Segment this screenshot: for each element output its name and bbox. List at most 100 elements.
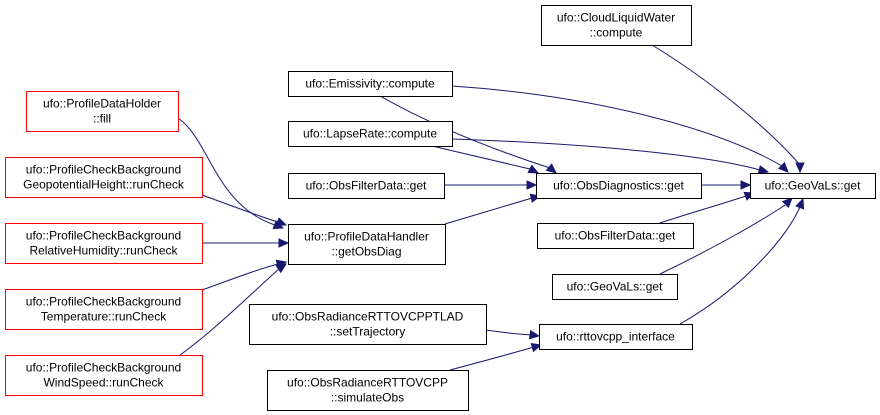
arrowhead-icon [777,161,789,173]
arrowhead-icon [757,165,770,175]
arrowhead-icon [781,197,793,209]
node-geovals-get-caller[interactable]: ufo::GeoVaLs::get [552,274,678,300]
edge-line [431,145,531,170]
node-box [552,274,678,300]
node-label: ufo::GeoVaLs::get [567,280,664,294]
node-box [5,157,203,198]
edge-line [179,267,281,356]
arrowhead-icon [526,180,538,190]
node-profile-data-holder[interactable]: ufo::ProfileDataHolder::fill [26,91,179,132]
node-box [267,370,469,411]
arrowhead-icon [528,329,541,340]
edge-line [201,194,279,223]
node-box [5,223,203,264]
edge-rttovcpp_simulate-to-rttovcpp_interface [449,343,543,371]
edge-line [679,206,801,325]
edge-line [451,85,783,167]
node-box [539,324,693,350]
edge-line [177,117,276,226]
arrowhead-icon [278,238,290,248]
node-label: ufo::rttovcpp_interface [556,330,675,344]
node-rttovcpp-simulate[interactable]: ufo::ObsRadianceRTTOVCPP::simulateObs [267,370,469,411]
node-obs-filter-data-left[interactable]: ufo::ObsFilterData::get [288,173,445,199]
node-rttovcpp-interface[interactable]: ufo::rttovcpp_interface [539,324,693,350]
node-box [288,71,453,97]
node-label: ufo::ProfileDataHolder [43,97,161,111]
node-profile-data-handler[interactable]: ufo::ProfileDataHandler::getObsDiag [288,224,446,265]
node-label: GeopotentialHeight::runCheck [23,178,185,192]
node-box [288,224,446,265]
edge-line [379,95,551,169]
edge-line [201,263,279,291]
edge-cloud_liquid_water-to-geovals_get_focus [651,44,805,174]
node-pcb-windspeed[interactable]: ufo::ProfileCheckBackgroundWindSpeed::ru… [5,355,203,396]
node-label: ufo::GeoVaLs::get [765,179,862,193]
edge-geovals_get_caller-to-geovals_get_focus [659,197,793,275]
edge-line [451,138,761,171]
node-box [750,173,876,199]
arrowhead-icon [740,180,752,190]
node-box [249,304,487,345]
node-label: ::compute [590,26,643,40]
edge-pcb_humidity-to-profile_data_handler [202,238,290,248]
node-label: ufo::ProfileCheckBackground [26,229,181,243]
node-label: ufo::Emissivity::compute [305,77,435,91]
node-label: ufo::ProfileDataHandler [304,230,429,244]
node-emissivity[interactable]: ufo::Emissivity::compute [288,71,453,97]
node-label: ufo::CloudLiquidWater [557,11,675,25]
node-label: ::fill [93,112,111,126]
arrowhead-icon [530,343,543,353]
node-box [536,173,702,199]
node-box [5,289,203,330]
edge-emissivity-to-obs_diagnostics [379,95,557,174]
arrowhead-icon [795,162,805,174]
node-box [537,223,694,249]
edge-lapse_rate-to-geovals_get_focus [451,138,770,175]
node-obs-filter-data-right[interactable]: ufo::ObsFilterData::get [537,223,694,249]
arrowhead-icon [275,217,288,227]
node-box [541,5,692,46]
edge-profile_data_handler-to-obs_diagnostics [444,193,542,225]
node-label: ufo::ObsDiagnostics::get [553,179,684,193]
edge-obs_filter_data_left-to-obs_diagnostics [444,180,538,190]
node-label: ufo::ObsFilterData::get [555,229,676,243]
node-box [26,91,179,132]
node-label: RelativeHumidity::runCheck [29,244,178,258]
node-label: ufo::ProfileCheckBackground [26,163,181,177]
node-cloud-liquid-water[interactable]: ufo::CloudLiquidWater::compute [541,5,692,46]
edge-rttovcpptlad-to-rttovcpp_interface [485,329,541,340]
node-label: ufo::ObsRadianceRTTOVCPP [287,376,448,390]
edge-pcb_geopotential-to-profile_data_handler [201,194,288,227]
node-label: ::simulateObs [331,391,404,405]
edge-pcb_windspeed-to-profile_data_handler [179,263,288,356]
arrowhead-icon [275,263,288,274]
node-box [5,355,203,396]
node-pcb-geopotential[interactable]: ufo::ProfileCheckBackgroundGeopotentialH… [5,157,203,198]
node-obs-diagnostics[interactable]: ufo::ObsDiagnostics::get [536,173,702,199]
node-box [288,173,445,199]
arrowhead-icon [527,164,540,174]
edge-obs_diagnostics-to-geovals_get_focus [701,180,752,190]
edge-line [485,329,533,336]
edge-line [659,195,747,224]
node-geovals-get-focus: ufo::GeoVaLs::get [750,173,876,199]
edge-emissivity-to-geovals_get_focus [451,85,789,173]
node-label: ::setTrajectory [330,325,406,339]
node-label: ufo::ObsRadianceRTTOVCPPTLAD [272,310,464,324]
arrowhead-icon [545,163,557,174]
node-pcb-humidity[interactable]: ufo::ProfileCheckBackgroundRelativeHumid… [5,223,203,264]
node-label: ufo::LapseRate::compute [303,127,437,141]
node-rttovcpptlad[interactable]: ufo::ObsRadianceRTTOVCPPTLAD::setTraject… [249,304,487,345]
node-pcb-temperature[interactable]: ufo::ProfileCheckBackgroundTemperature::… [5,289,203,330]
edge-line [449,346,535,371]
node-label: ufo::ProfileCheckBackground [26,295,181,309]
nodes-layer: ufo::GeoVaLs::get ufo::CloudLiquidWater::… [5,5,876,411]
node-label: WindSpeed::runCheck [43,376,164,390]
edge-lapse_rate-to-obs_diagnostics [431,145,540,174]
edge-pcb_temperature-to-profile_data_handler [201,259,288,291]
edge-rttovcpp_interface-to-geovals_get_focus [679,197,805,325]
node-lapse-rate[interactable]: ufo::LapseRate::compute [288,121,453,147]
edge-line [659,204,786,275]
node-label: ufo::ObsFilterData::get [306,179,427,193]
